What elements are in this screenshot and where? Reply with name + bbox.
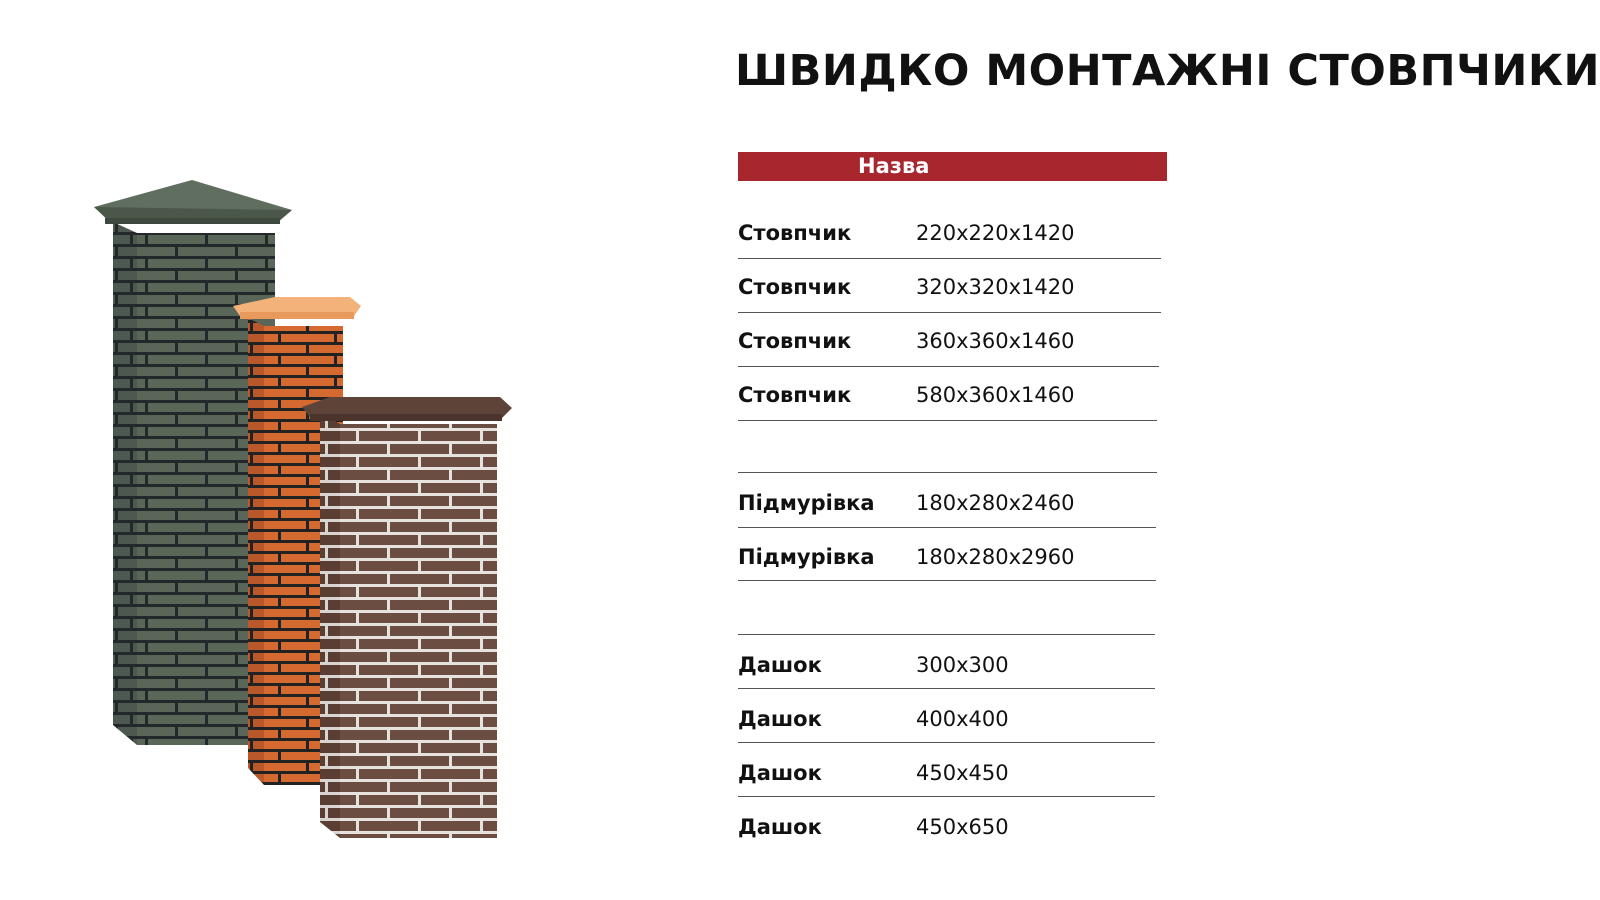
table-row: Дашок 450x450	[738, 753, 1158, 793]
row-divider	[738, 366, 1159, 367]
table-row: Стовпчик 580x360x1460	[738, 375, 1158, 415]
table-header: Назва	[738, 152, 1167, 181]
product-name: Дашок	[738, 653, 822, 677]
table-row: Дашок 300x300	[738, 645, 1158, 685]
page-title: ШВИДКО МОНТАЖНІ СТОВПЧИКИ	[735, 46, 1600, 96]
row-divider	[738, 472, 1157, 473]
table-row: Підмурівка 180x280x2960	[738, 537, 1158, 577]
product-size: 580x360x1460	[916, 383, 1075, 407]
table-row: Дашок 450x650	[738, 807, 1158, 847]
row-divider	[738, 688, 1155, 689]
product-name: Дашок	[738, 815, 822, 839]
row-divider	[738, 258, 1161, 259]
product-name: Стовпчик	[738, 383, 852, 407]
product-name: Підмурівка	[738, 545, 875, 569]
row-divider	[738, 420, 1157, 421]
product-size: 320x320x1420	[916, 275, 1075, 299]
product-size: 360x360x1460	[916, 329, 1075, 353]
table-row: Стовпчик 320x320x1420	[738, 267, 1158, 307]
table-row: Стовпчик 360x360x1460	[738, 321, 1158, 361]
table-header-label: Назва	[858, 154, 930, 178]
product-size: 450x450	[916, 761, 1009, 785]
table-row: Дашок 400x400	[738, 699, 1158, 739]
product-name: Дашок	[738, 761, 822, 785]
row-divider	[738, 580, 1156, 581]
product-name: Стовпчик	[738, 221, 852, 245]
green-pillar	[94, 180, 292, 745]
row-divider	[738, 527, 1156, 528]
row-divider	[738, 312, 1161, 313]
product-name: Стовпчик	[738, 329, 852, 353]
product-size: 180x280x2460	[916, 491, 1075, 515]
product-size: 300x300	[916, 653, 1009, 677]
spec-table: Стовпчик 220x220x1420 Стовпчик 320x320x1…	[738, 0, 1158, 900]
table-row: Стовпчик 220x220x1420	[738, 213, 1158, 253]
product-name: Підмурівка	[738, 491, 875, 515]
brown-pillar	[302, 397, 512, 838]
product-size: 400x400	[916, 707, 1009, 731]
product-name: Дашок	[738, 707, 822, 731]
row-divider	[738, 742, 1155, 743]
table-row: Підмурівка 180x280x2460	[738, 483, 1158, 523]
brick-pillars-illustration	[94, 180, 512, 838]
product-name: Стовпчик	[738, 275, 852, 299]
product-size: 450x650	[916, 815, 1009, 839]
row-divider	[738, 634, 1155, 635]
row-divider	[738, 796, 1155, 797]
product-size: 220x220x1420	[916, 221, 1075, 245]
product-size: 180x280x2960	[916, 545, 1075, 569]
